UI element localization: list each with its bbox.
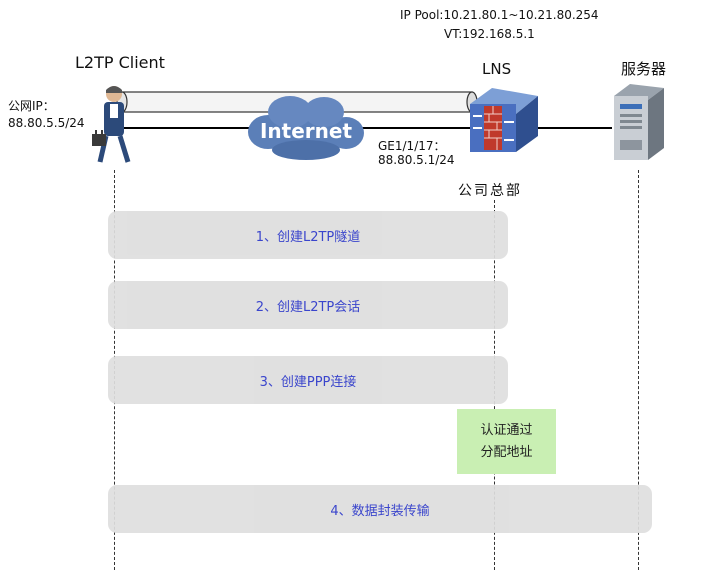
server-lifeline — [638, 170, 639, 570]
ip-pool-label: IP Pool:10.21.80.1~10.21.80.254 — [400, 8, 599, 22]
public-ip-label: 公网IP： — [8, 99, 55, 113]
internet-cloud-icon — [248, 96, 364, 160]
l2tp-client-person-icon — [92, 86, 131, 163]
step-create-session: 2、创建L2TP会话 — [108, 281, 508, 329]
server-icon — [614, 84, 664, 160]
auth-address-box: 认证通过 分配地址 — [457, 409, 556, 474]
auth-line: 认证通过 — [480, 422, 533, 438]
assign-line: 分配地址 — [480, 444, 533, 460]
server-title: 服务器 — [621, 60, 667, 78]
step-label: 1、创建L2TP隧道 — [255, 229, 361, 245]
internet-label: Internet — [259, 119, 353, 143]
l2tp-client-title: L2TP Client — [75, 53, 165, 72]
step-create-tunnel: 1、创建L2TP隧道 — [108, 211, 508, 259]
public-ip-value: 88.80.5.5/24 — [8, 116, 85, 130]
headquarters-label: 公司总部 — [458, 183, 522, 199]
step-data-transfer: 4、数据封装传输 — [108, 485, 652, 533]
lns-title: LNS — [482, 60, 512, 78]
step-label: 2、创建L2TP会话 — [255, 299, 361, 315]
topology-graphic — [92, 84, 664, 163]
step-label: 4、数据封装传输 — [330, 503, 430, 519]
vt-address-label: VT:192.168.5.1 — [444, 27, 535, 41]
lns-interface-ip: 88.80.5.1/24 — [378, 153, 455, 167]
lns-interface-label: GE1/1/17： — [378, 139, 446, 153]
step-label: 3、创建PPP连接 — [259, 374, 357, 390]
lns-firewall-icon — [470, 88, 538, 152]
step-create-ppp: 3、创建PPP连接 — [108, 356, 508, 404]
